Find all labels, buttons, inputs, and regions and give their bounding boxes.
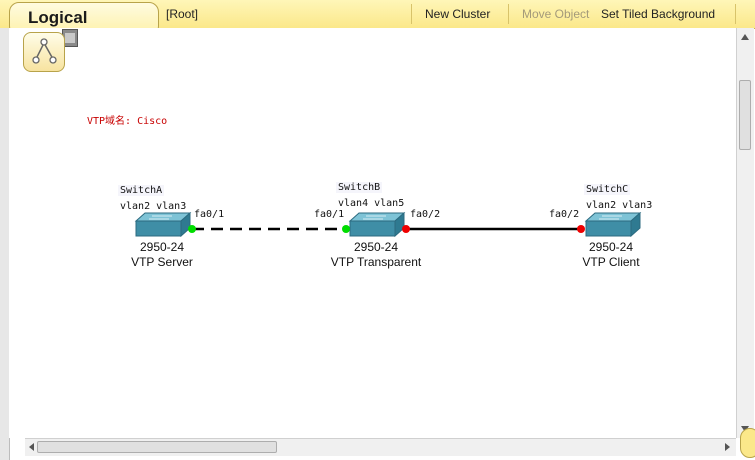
root-breadcrumb[interactable]: [Root] [166,7,199,21]
topology-icon [32,38,57,64]
switch-b-name: SwitchB [336,182,383,193]
port-label-a-fa01: fa0/1 [194,209,225,220]
switch-c-role: VTP Client [582,255,640,269]
logical-view-icon[interactable] [23,32,65,72]
port-status-light-a-fa01 [188,225,196,233]
switch-a-name: SwitchA [118,185,165,196]
switch-a-role: VTP Server [131,255,193,269]
port-label-c-fa02: fa0/2 [549,209,580,220]
switch-a-vlans: vlan2 vlan3 [120,201,187,212]
workspace-title: Logical [28,8,88,27]
horizontal-scrollbar[interactable] [25,438,736,456]
switch-c-model: 2950-24 [588,240,634,254]
switch-c-name: SwitchC [584,184,631,195]
switch-b-model: 2950-24 [353,240,399,254]
set-tiled-background-button[interactable]: Set Tiled Background [601,7,716,21]
vtp-domain-label: VTP域名: Cisco [87,116,168,127]
switch-a-device[interactable] [134,211,192,238]
scroll-up-arrow-icon [741,34,749,40]
toolbar-separator [411,4,412,24]
switch-b-device[interactable] [348,211,406,238]
switch-a-model: 2950-24 [139,240,185,254]
move-object-button[interactable]: Move Object [522,7,590,21]
toolbar-separator [508,4,509,24]
switch-c-vlans: vlan2 vlan3 [586,200,653,211]
switch-b-role: VTP Transparent [330,255,422,269]
viewport-corner-button[interactable] [740,428,755,458]
vertical-scrollbar[interactable] [736,28,754,438]
port-label-b-fa02: fa0/2 [410,209,441,220]
horizontal-scroll-arrows[interactable] [25,439,736,455]
port-status-light-b-fa01 [342,225,350,233]
port-status-light-b-fa02 [402,225,410,233]
toolbar-separator [735,4,736,24]
switch-b-vlans: vlan4 vlan5 [338,198,405,209]
vertical-scroll-thumb[interactable] [739,80,751,150]
horizontal-scroll-thumb[interactable] [37,441,277,453]
scroll-right-arrow-icon [725,443,730,451]
scroll-left-arrow-icon [29,443,34,451]
new-cluster-button[interactable]: New Cluster [425,7,491,21]
port-status-light-c-fa02 [577,225,585,233]
port-label-b-fa01: fa0/1 [314,209,345,220]
switch-c-device[interactable] [584,211,642,238]
